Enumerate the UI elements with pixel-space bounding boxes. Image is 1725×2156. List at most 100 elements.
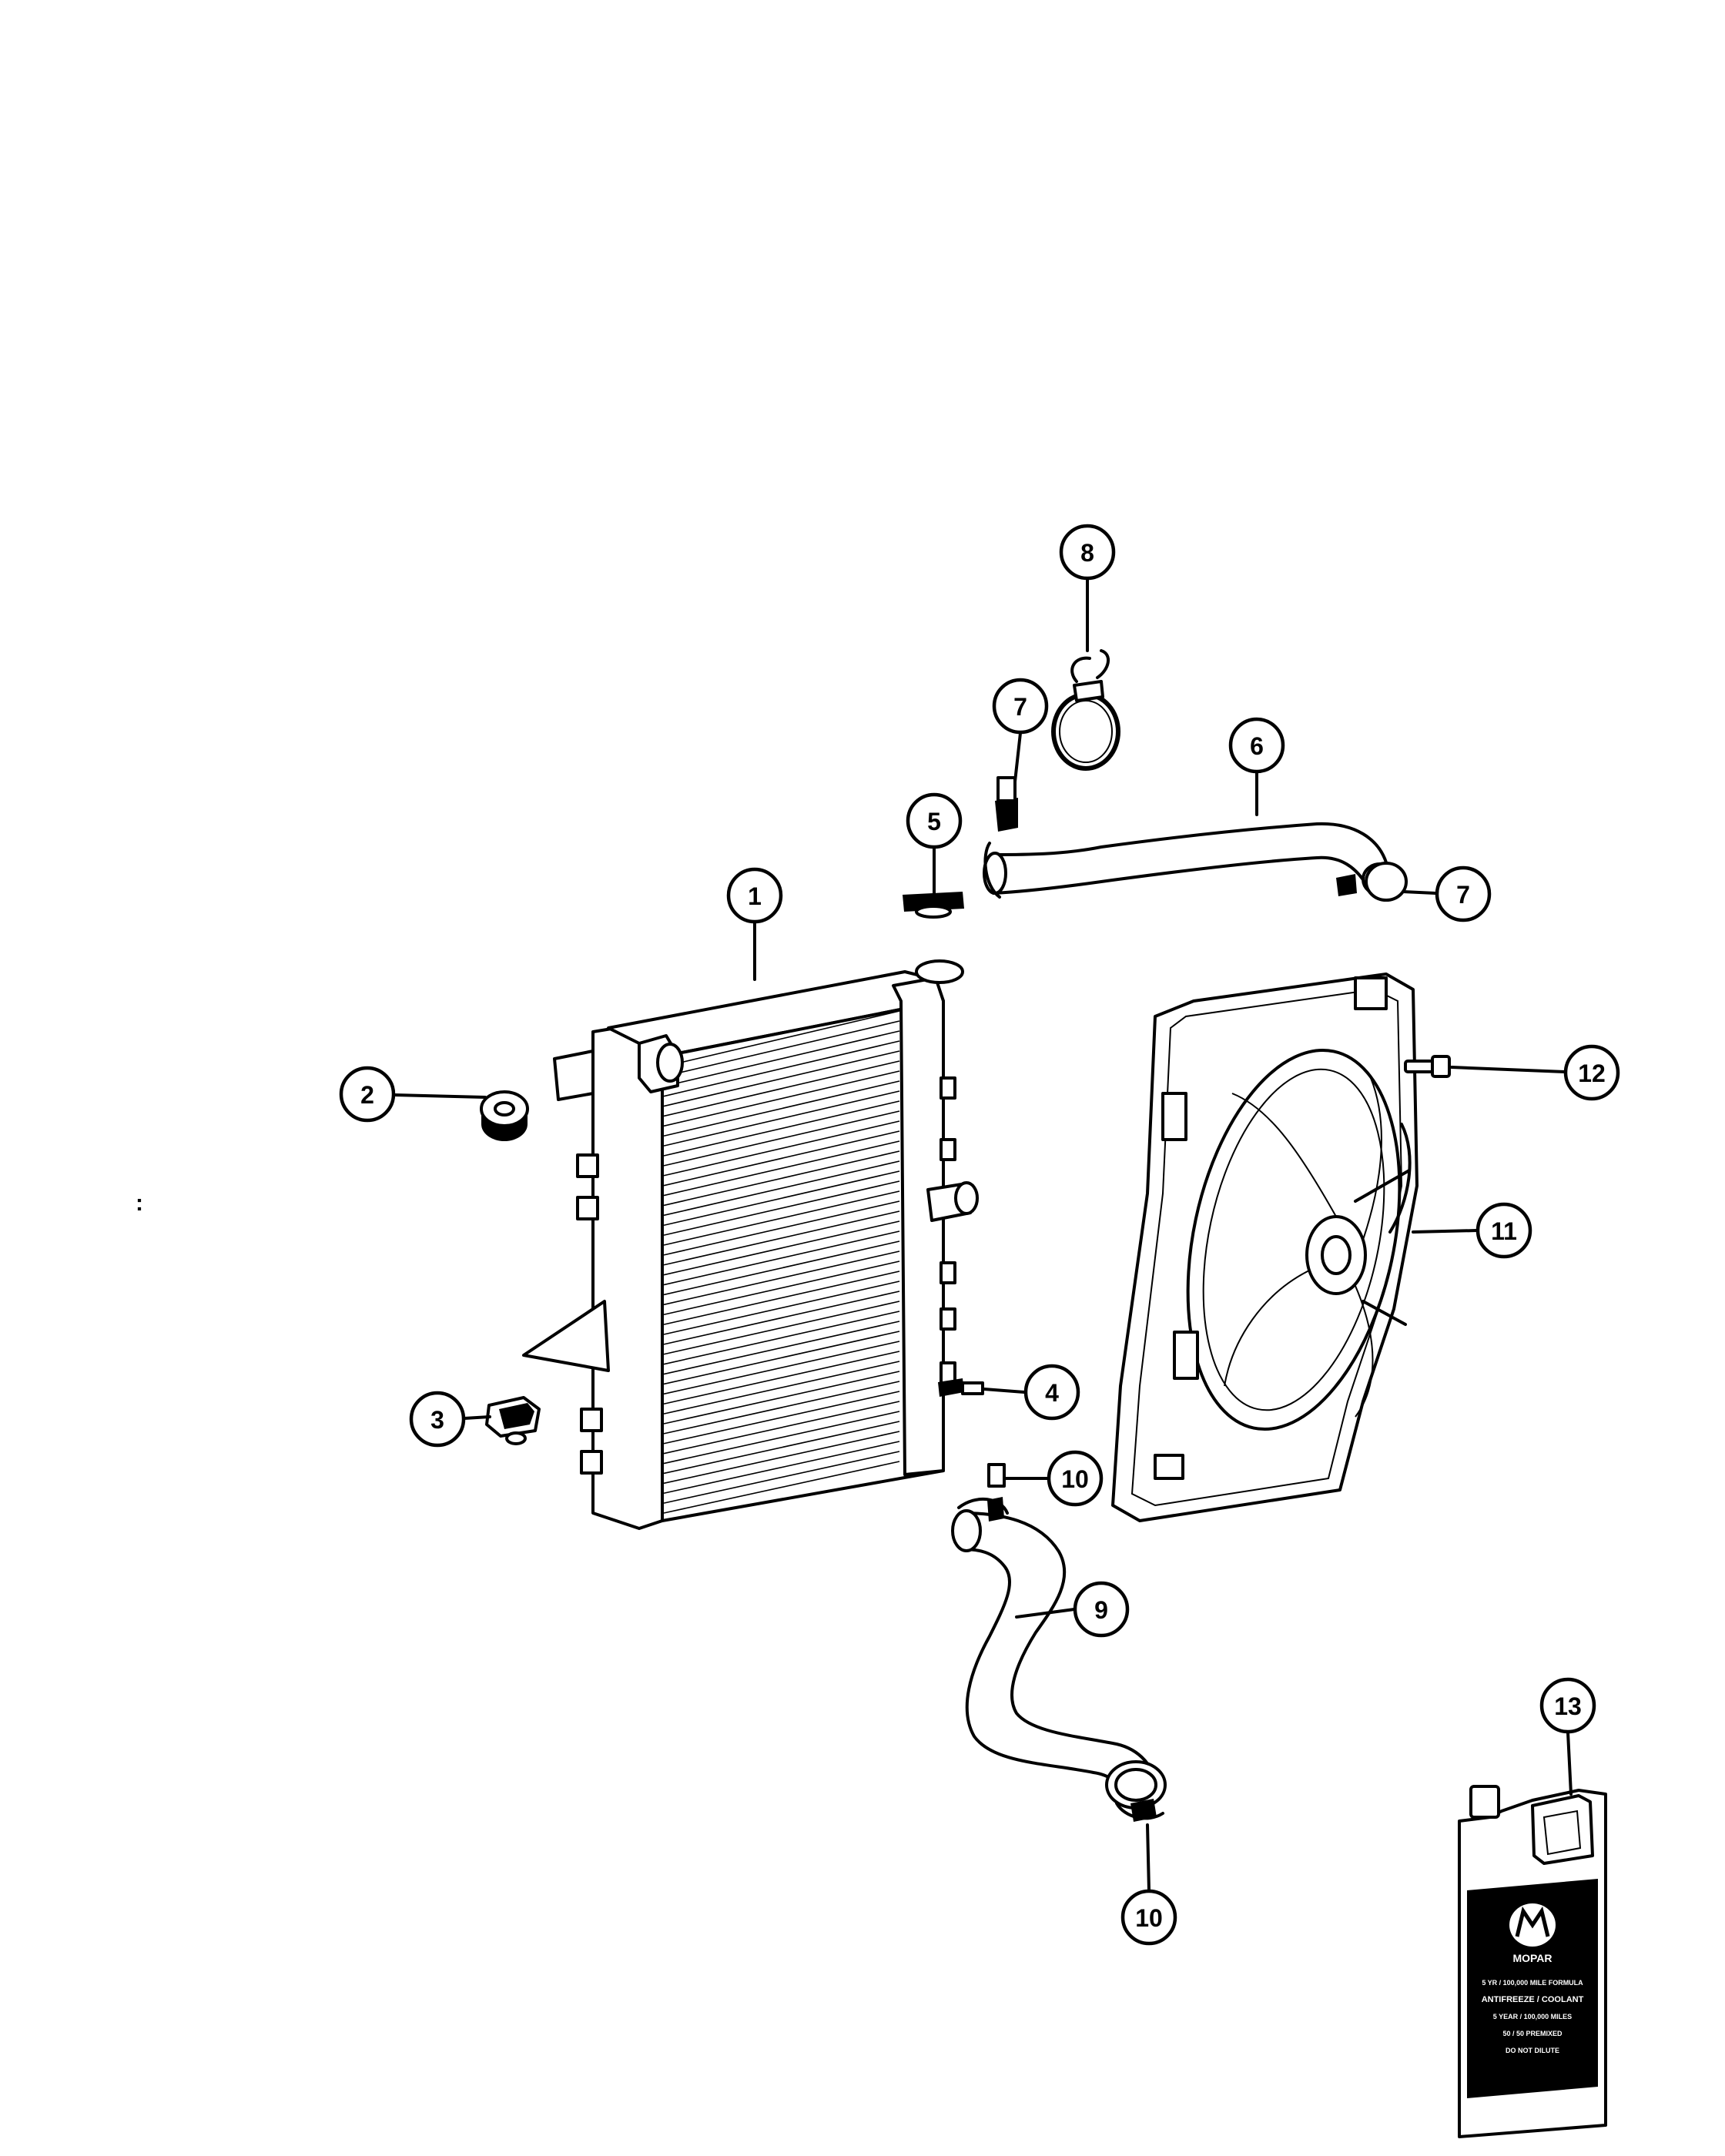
radiator-fin <box>663 1130 900 1187</box>
hose-clamp-spring[interactable] <box>1051 649 1120 771</box>
margin-mark: : <box>136 1190 143 1216</box>
jug-line-5: DO NOT DILUTE <box>1506 2047 1559 2054</box>
callout-4[interactable]: 4 <box>1023 1364 1080 1421</box>
callout-11[interactable]: 11 <box>1475 1202 1532 1259</box>
drain-cock[interactable] <box>938 1378 984 1397</box>
callout-10-top[interactable]: 10 <box>1047 1450 1104 1507</box>
callout-label: 2 <box>360 1081 374 1109</box>
callout-7-left[interactable]: 7 <box>992 678 1049 735</box>
callout-7-right[interactable]: 7 <box>1435 865 1492 922</box>
hose-clamp-lower-top[interactable] <box>957 1463 1009 1522</box>
radiator-fin <box>663 1291 900 1345</box>
radiator-fin <box>663 1220 900 1276</box>
radiator-fin <box>663 1120 900 1177</box>
jug-line-2: ANTIFREEZE / COOLANT <box>1482 1995 1584 2004</box>
callout-13[interactable]: 13 <box>1539 1677 1596 1734</box>
callout-label: 11 <box>1491 1217 1517 1245</box>
radiator-fin <box>663 1371 900 1424</box>
callout-3[interactable]: 3 <box>409 1391 466 1448</box>
radiator-fin <box>663 1441 900 1495</box>
callout-8[interactable]: 8 <box>1059 524 1116 581</box>
radiator-fin <box>663 1331 900 1385</box>
callout-2[interactable]: 2 <box>339 1066 396 1123</box>
radiator-fin <box>663 1311 900 1365</box>
radiator-fin <box>663 1060 900 1117</box>
coolant-jug-label: MOPAR 5 YR / 100,000 MILE FORMULA ANTIFR… <box>1467 1879 1598 2098</box>
radiator-fin <box>663 1150 900 1207</box>
hose-clamp-upper-right[interactable] <box>1336 862 1408 902</box>
radiator-fin <box>663 1270 900 1325</box>
callout-label: 7 <box>1456 881 1470 909</box>
radiator-fin <box>663 1391 900 1445</box>
radiator-fin <box>663 1100 900 1157</box>
radiator-fin <box>663 1050 900 1107</box>
radiator-fin <box>663 1110 900 1167</box>
radiator-fin <box>663 1451 900 1504</box>
callout-label: 4 <box>1045 1379 1059 1407</box>
radiator-fin <box>663 1090 900 1147</box>
callout-label: 1 <box>748 882 762 910</box>
radiator-fin <box>663 1260 900 1316</box>
callout-label: 13 <box>1554 1692 1582 1720</box>
radiator[interactable] <box>522 959 979 1530</box>
radiator-fin <box>663 1351 900 1405</box>
radiator-fin <box>663 1461 900 1514</box>
upper-hose[interactable] <box>983 822 1398 896</box>
lower-hose[interactable] <box>951 1509 1167 1810</box>
radiator-fin <box>663 1180 900 1236</box>
callout-label: 9 <box>1094 1596 1108 1624</box>
radiator-fin <box>663 1190 900 1246</box>
hose-clamp-lower-bottom[interactable] <box>1115 1799 1164 1822</box>
jug-brand: MOPAR <box>1512 1952 1552 1964</box>
radiator-fins <box>663 1010 900 1514</box>
callout-6[interactable]: 6 <box>1228 717 1285 774</box>
radiator-fin <box>663 1170 900 1227</box>
callout-10-bottom[interactable]: 10 <box>1120 1889 1177 1946</box>
radiator-fin <box>663 1281 900 1335</box>
radiator-fin <box>663 1140 900 1197</box>
radiator-fin <box>663 1301 900 1355</box>
radiator-fin <box>663 1361 900 1414</box>
insulator-upper[interactable] <box>480 1090 529 1141</box>
jug-line-3: 5 YEAR / 100,000 MILES <box>1493 2013 1572 2020</box>
jug-line-1: 5 YR / 100,000 MILE FORMULA <box>1482 1979 1583 1987</box>
callout-label: 7 <box>1013 693 1027 721</box>
radiator-fin <box>663 1431 900 1485</box>
insulator-lower[interactable] <box>485 1396 541 1445</box>
radiator-fin <box>663 1341 900 1395</box>
callout-label: 5 <box>927 808 941 835</box>
radiator-fin <box>663 1010 900 1067</box>
radiator-fin <box>663 1080 900 1137</box>
radiator-fin <box>663 1210 900 1266</box>
radiator-fin <box>663 1020 900 1077</box>
callout-12[interactable]: 12 <box>1563 1044 1620 1101</box>
callout-label: 10 <box>1061 1465 1089 1493</box>
screw[interactable] <box>1404 1055 1451 1078</box>
callout-5[interactable]: 5 <box>906 792 963 849</box>
callout-1[interactable]: 1 <box>726 867 783 924</box>
leader-lines <box>393 578 1573 1892</box>
radiator-fin <box>663 1030 900 1087</box>
hose-clamp-upper-left[interactable] <box>983 776 1018 899</box>
radiator-fin <box>663 1200 900 1256</box>
radiator-fin <box>663 1381 900 1435</box>
callout-label: 6 <box>1250 732 1264 760</box>
jug-line-4: 50 / 50 PREMIXED <box>1502 2030 1563 2037</box>
radiator-fin <box>663 1411 900 1465</box>
coolant-jug[interactable]: MOPAR 5 YR / 100,000 MILE FORMULA ANTIFR… <box>1458 1785 1607 2138</box>
radiator-fin <box>663 1321 900 1375</box>
fan-module[interactable] <box>1111 973 1432 1522</box>
radiator-fin <box>663 1401 900 1455</box>
radiator-fin <box>663 1160 900 1217</box>
radiator-fin <box>663 1240 900 1296</box>
callout-9[interactable]: 9 <box>1073 1581 1130 1638</box>
callout-label: 3 <box>430 1406 444 1434</box>
callout-label: 8 <box>1080 539 1094 567</box>
radiator-fin <box>663 1250 900 1306</box>
radiator-fin <box>663 1421 900 1475</box>
radiator-fin <box>663 1040 900 1097</box>
radiator-fin <box>663 1070 900 1127</box>
callout-label: 12 <box>1578 1060 1606 1087</box>
radiator-cap[interactable] <box>903 892 964 919</box>
